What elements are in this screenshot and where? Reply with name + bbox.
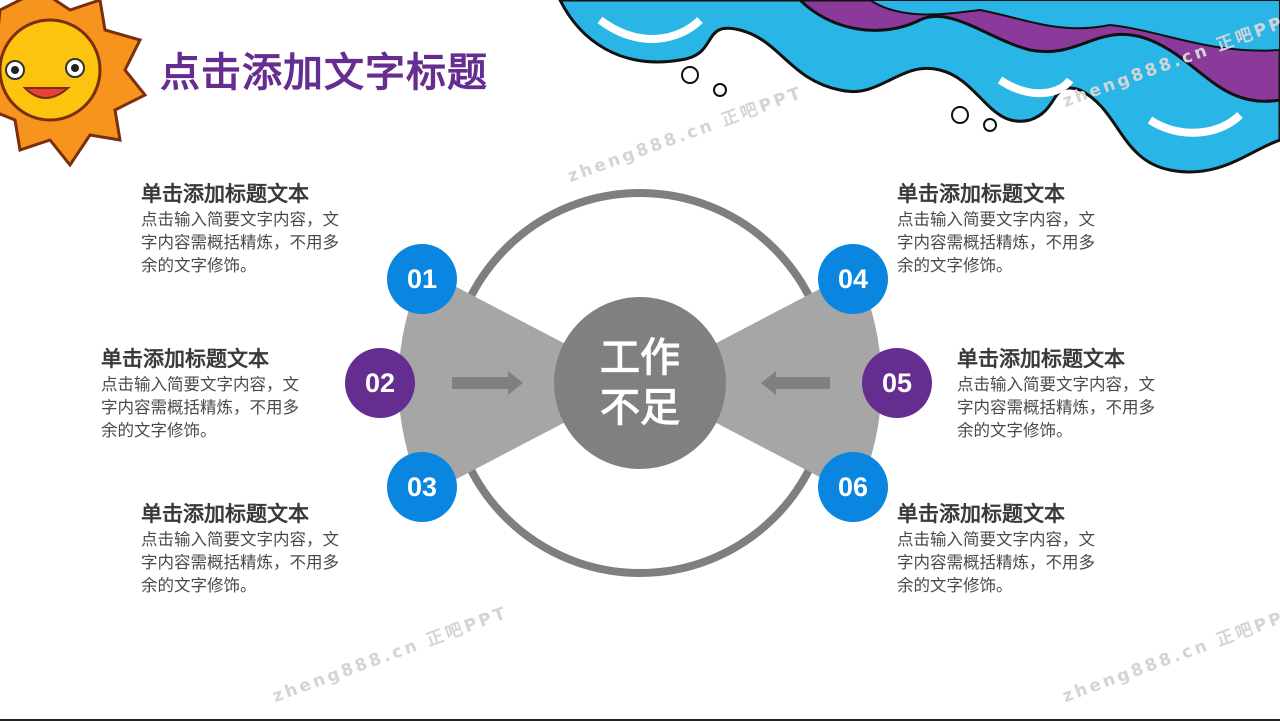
block-line: 点击输入简要文字内容，文	[897, 530, 1095, 549]
center-label-line: 工作	[600, 335, 680, 381]
right-wedge	[640, 270, 882, 496]
text-block-04[interactable]: 单击添加标题文本 点击输入简要文字内容，文 字内容需概括精炼，不用多 余的文字修…	[897, 180, 1137, 277]
text-block-03[interactable]: 单击添加标题文本 点击输入简要文字内容，文 字内容需概括精炼，不用多 余的文字修…	[141, 500, 381, 597]
block-line: 点击输入简要文字内容，文	[897, 210, 1095, 229]
text-block-01[interactable]: 单击添加标题文本 点击输入简要文字内容，文 字内容需概括精炼，不用多 余的文字修…	[141, 180, 381, 277]
number-badge-05: 05	[862, 348, 932, 418]
block-line: 字内容需概括精炼，不用多	[897, 233, 1095, 252]
block-line: 点击输入简要文字内容，文	[141, 530, 339, 549]
number-badge-04: 04	[818, 244, 888, 314]
block-title: 单击添加标题文本	[957, 347, 1125, 371]
center-circle: 工作 不足	[554, 297, 726, 469]
block-title: 单击添加标题文本	[897, 502, 1065, 526]
wave-decoration	[558, 0, 1280, 174]
arrow-right-icon	[452, 371, 523, 395]
number-badge-06: 06	[818, 452, 888, 522]
slide-title[interactable]: 点击添加文字标题	[160, 50, 488, 96]
block-line: 点击输入简要文字内容，文	[957, 375, 1155, 394]
block-line: 点击输入简要文字内容，文	[141, 210, 339, 229]
diagram	[398, 189, 882, 577]
block-title: 单击添加标题文本	[101, 347, 269, 371]
block-line: 字内容需概括精炼，不用多	[101, 398, 299, 417]
number-badge-02: 02	[345, 348, 415, 418]
block-line: 余的文字修饰。	[957, 421, 1073, 440]
block-title: 单击添加标题文本	[141, 502, 309, 526]
block-line: 余的文字修饰。	[101, 421, 217, 440]
block-line: 字内容需概括精炼，不用多	[957, 398, 1155, 417]
block-line: 余的文字修饰。	[141, 576, 257, 595]
block-line: 点击输入简要文字内容，文	[101, 375, 299, 394]
number-badge-01: 01	[387, 244, 457, 314]
block-line: 余的文字修饰。	[897, 256, 1013, 275]
text-block-06[interactable]: 单击添加标题文本 点击输入简要文字内容，文 字内容需概括精炼，不用多 余的文字修…	[897, 500, 1137, 597]
block-line: 余的文字修饰。	[141, 256, 257, 275]
block-title: 单击添加标题文本	[897, 182, 1065, 206]
block-title: 单击添加标题文本	[141, 182, 309, 206]
block-line: 余的文字修饰。	[897, 576, 1013, 595]
block-line: 字内容需概括精炼，不用多	[141, 553, 339, 572]
center-label-line: 不足	[600, 385, 680, 431]
sun-mascot-icon	[0, 0, 148, 168]
text-block-05[interactable]: 单击添加标题文本 点击输入简要文字内容，文 字内容需概括精炼，不用多 余的文字修…	[957, 345, 1197, 442]
arrow-left-icon	[761, 371, 830, 395]
bottom-border	[0, 719, 1280, 721]
block-line: 字内容需概括精炼，不用多	[897, 553, 1095, 572]
text-block-02[interactable]: 单击添加标题文本 点击输入简要文字内容，文 字内容需概括精炼，不用多 余的文字修…	[101, 345, 341, 442]
number-badge-03: 03	[387, 452, 457, 522]
block-line: 字内容需概括精炼，不用多	[141, 233, 339, 252]
